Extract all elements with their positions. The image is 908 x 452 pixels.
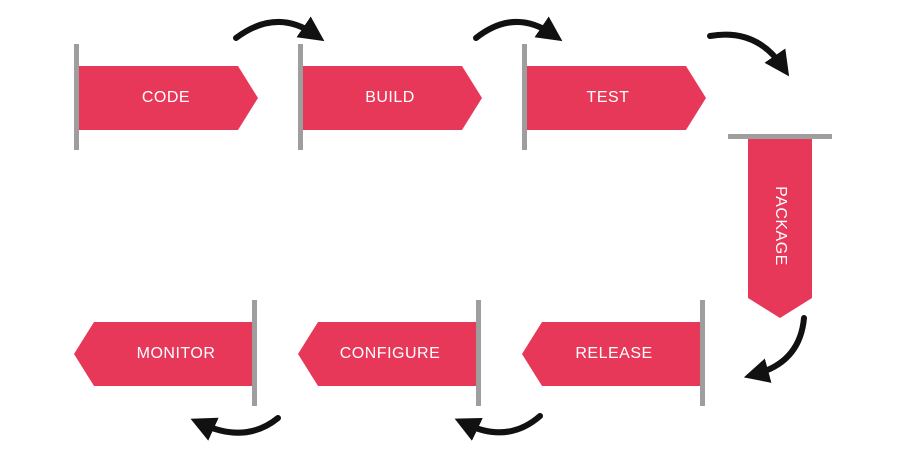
stage-release-label: RELEASE bbox=[575, 345, 652, 362]
stage-build-banner bbox=[302, 66, 482, 130]
arrow-release-to-configure-icon bbox=[454, 413, 543, 441]
stage-build: BUILD bbox=[298, 44, 482, 150]
stage-configure-banner bbox=[298, 322, 478, 386]
arrow-code-to-build-icon bbox=[233, 16, 325, 42]
stage-package-post bbox=[728, 134, 832, 139]
stage-build-label: BUILD bbox=[365, 89, 415, 106]
stage-monitor-label: MONITOR bbox=[137, 345, 216, 362]
arrow-test-to-package-icon bbox=[707, 31, 790, 77]
arrow-build-to-test-icon bbox=[473, 16, 563, 42]
stage-package-label: PACKAGE bbox=[772, 186, 789, 266]
arrow-configure-to-monitor-icon bbox=[190, 415, 281, 441]
stage-configure: CONFIGURE bbox=[298, 300, 481, 406]
stage-code: CODE bbox=[74, 44, 258, 150]
stage-release: RELEASE bbox=[522, 300, 705, 406]
stage-monitor-post bbox=[252, 300, 257, 406]
stage-code-label: CODE bbox=[142, 89, 190, 106]
stage-test-banner bbox=[526, 66, 706, 130]
stage-test-post bbox=[522, 44, 527, 150]
stage-release-banner bbox=[522, 322, 702, 386]
stage-build-post bbox=[298, 44, 303, 150]
stage-code-banner bbox=[78, 66, 258, 130]
stage-package: PACKAGE bbox=[728, 134, 832, 318]
stage-test: TEST bbox=[522, 44, 706, 150]
stage-monitor-banner bbox=[74, 322, 254, 386]
stage-code-post bbox=[74, 44, 79, 150]
stage-configure-label: CONFIGURE bbox=[340, 345, 441, 362]
stage-test-label: TEST bbox=[587, 89, 630, 106]
stage-monitor: MONITOR bbox=[74, 300, 257, 406]
stage-configure-post bbox=[476, 300, 481, 406]
stage-package-banner bbox=[748, 138, 812, 318]
arrow-package-to-release-icon bbox=[743, 315, 807, 383]
stage-release-post bbox=[700, 300, 705, 406]
